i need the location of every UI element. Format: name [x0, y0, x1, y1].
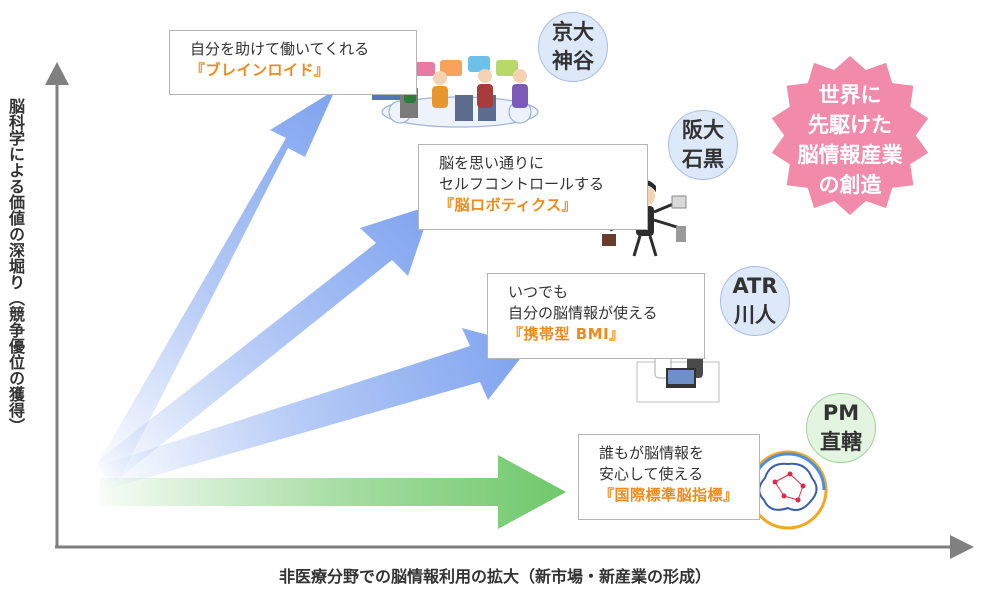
goal-text: 脳を思い通りに [439, 154, 545, 172]
badge-text: 世界に 先駆けた 脳情報産業 の創造 [790, 80, 910, 200]
goal-text: 自分を助けて働いてくれる [190, 40, 370, 58]
org-person: 石黒 [682, 147, 724, 171]
org-circle-pm: PM 直轄 [806, 393, 876, 463]
org-name: ATR [732, 274, 778, 298]
org-name: 京大 [552, 20, 594, 44]
org-circle-kyoto: 京大 神谷 [538, 12, 608, 82]
goal-box-brain-robotics: 脳を思い通りに セルフコントロールする 『脳ロボティクス』 [418, 144, 648, 230]
goal-highlight: 『脳ロボティクス』 [439, 196, 578, 214]
axes [45, 62, 974, 559]
arrow-portable-bmi [98, 328, 530, 490]
arrow-standard-brain-index [100, 455, 566, 529]
org-circle-atr: ATR 川人 [720, 266, 790, 336]
y-axis-label: 脳科学による価値の深堀り（競争優位の獲得） [6, 98, 25, 434]
goal-text: 自分の脳情報が使える [508, 304, 658, 322]
org-person: 川人 [734, 303, 776, 327]
badge-line: 世界に [818, 83, 882, 107]
arrow-brain-robotics [96, 205, 432, 484]
goal-box-brainloid: 自分を助けて働いてくれる 『ブレインロイド』 [169, 30, 417, 95]
goal-highlight: 『国際標準脳指標』 [599, 486, 739, 504]
org-circle-osaka: 阪大 石黒 [668, 110, 738, 180]
x-axis-label: 非医療分野での脳情報利用の拡大（新市場・新産業の形成） [278, 567, 711, 586]
badge-star [771, 56, 929, 215]
goal-box-portable-bmi: いつでも 自分の脳情報が使える 『携帯型 BMI』 [487, 273, 705, 359]
goal-text: いつでも [508, 283, 569, 301]
badge-line: 先駆けた [808, 113, 892, 137]
arrow-brainloid [94, 90, 335, 482]
goal-box-standard-brain-index: 誰もが脳情報を 安心して使える 『国際標準脳指標』 [578, 434, 760, 520]
goal-text: セルフコントロールする [439, 175, 605, 193]
badge-line: の創造 [818, 173, 882, 197]
goal-text: 安心して使える [599, 465, 704, 483]
org-name: PM [822, 401, 860, 425]
org-name: 阪大 [682, 118, 724, 142]
org-person: 神谷 [552, 49, 594, 73]
badge-line: 脳情報産業 [797, 143, 903, 167]
goal-text: 誰もが脳情報を [599, 444, 705, 462]
org-person: 直轄 [820, 430, 862, 454]
goal-highlight: 『ブレインロイド』 [190, 61, 330, 79]
goal-highlight: 『携帯型 BMI』 [508, 325, 625, 343]
brain-network-icon [748, 450, 828, 530]
